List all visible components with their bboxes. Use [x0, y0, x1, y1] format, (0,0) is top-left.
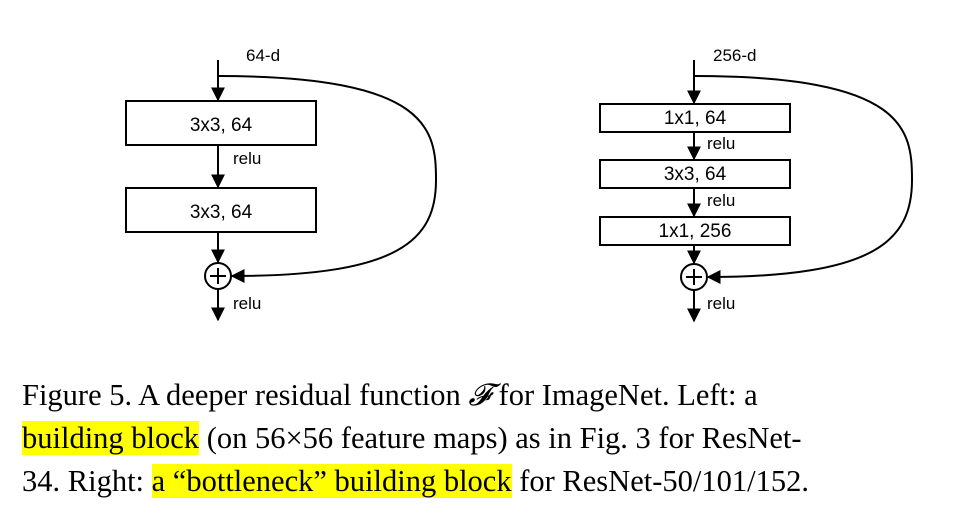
right-layer-2-box — [599, 159, 791, 189]
left-layer-1-box — [125, 100, 317, 146]
left-relu-label: relu — [233, 149, 261, 168]
caption-line-1: Figure 5. A deeper residual function 𝓕 f… — [22, 378, 758, 413]
right-bottleneck-block — [599, 60, 914, 323]
right-layer-3-label: 1x1, 256 — [659, 221, 732, 242]
left-layer-1-label: 3x3, 64 — [190, 115, 253, 136]
right-relu-label-1: relu — [707, 134, 735, 153]
right-input-label: 256-d — [713, 46, 756, 65]
caption-line-2: building block (on 56×56 feature maps) a… — [22, 421, 802, 455]
highlight-bottleneck-block: a “bottleneck” building block — [151, 464, 512, 498]
left-layer-2-box — [125, 187, 317, 233]
right-layer-1-label: 1x1, 64 — [664, 108, 727, 129]
left-input-label: 64-d — [246, 46, 280, 65]
residual-blocks-diagram: 64-d 3x3, 64 relu 3x3, 64 relu 256-d 1x1… — [125, 46, 914, 323]
residual-function-symbol: 𝓕 — [468, 378, 491, 413]
caption-line-3: 34. Right: a “bottleneck” building block… — [22, 464, 809, 498]
figure-caption: Figure 5. A deeper residual function 𝓕 f… — [22, 374, 962, 503]
right-layer-1-box — [599, 103, 791, 133]
highlight-building-block: building block — [22, 421, 200, 455]
right-layer-2-label: 3x3, 64 — [664, 164, 727, 185]
right-shortcut-connection — [693, 75, 914, 284]
left-layer-2-label: 3x3, 64 — [190, 202, 253, 223]
right-layer-3-box — [599, 216, 791, 246]
left-shortcut-connection — [217, 75, 438, 283]
left-building-block — [125, 60, 438, 322]
right-relu-label-2: relu — [707, 191, 735, 210]
right-output-relu-label: relu — [707, 294, 735, 313]
left-output-relu-label: relu — [233, 294, 261, 313]
